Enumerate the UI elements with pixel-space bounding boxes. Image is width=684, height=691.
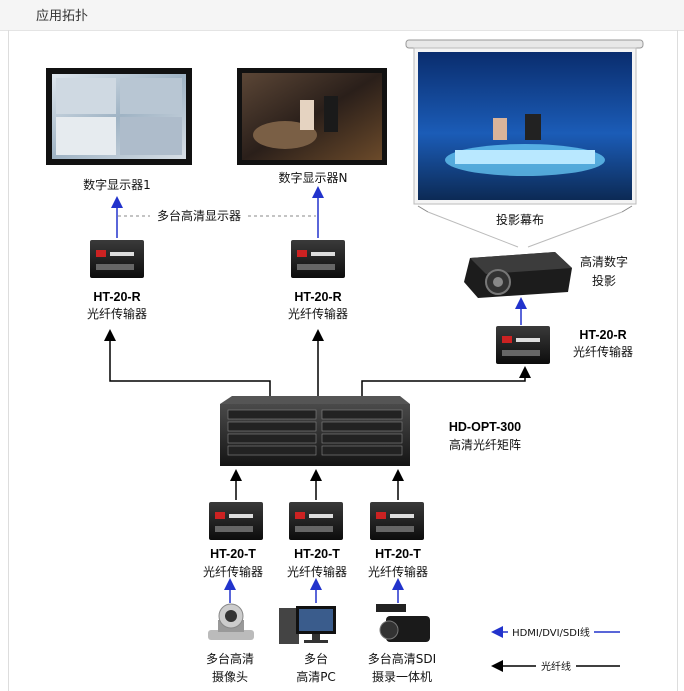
receiver-1-model: HT-20-R: [93, 290, 140, 304]
pc-label-line1: 多台: [304, 651, 328, 666]
receiver-n-model: HT-20-R: [294, 290, 341, 304]
projection-screen-label: 投影幕布: [496, 212, 544, 227]
camera-label-line1: 多台高清: [206, 651, 254, 666]
legend: HDMI/DVI/SDI线 光纤线: [491, 624, 620, 674]
transmitter-3-desc: 光纤传输器: [368, 564, 428, 579]
transmitter-2-desc: 光纤传输器: [287, 564, 347, 579]
fiber-link: [104, 329, 271, 398]
page-title: 应用拓扑: [36, 9, 89, 24]
desktop-pc: [279, 606, 336, 644]
receiver-projector-desc: 光纤传输器: [573, 344, 633, 359]
display-1: [46, 68, 192, 165]
matrix-model: HD-OPT-300: [449, 420, 521, 434]
transmitter-3: [370, 502, 424, 540]
matrix-desc: 高清光纤矩阵: [449, 437, 521, 452]
transmitter-2: [289, 502, 343, 540]
fiber-link: [361, 366, 531, 398]
legend-hdmi-label: HDMI/DVI/SDI线: [512, 626, 590, 639]
projection-beam: [527, 211, 623, 248]
projector: [464, 252, 572, 298]
camcorder: [376, 604, 430, 642]
legend-fiber-label: 光纤线: [541, 660, 571, 673]
pc-label-line2: 高清PC: [296, 669, 336, 684]
receiver-projector: [496, 326, 550, 364]
receiver-n-desc: 光纤传输器: [288, 306, 348, 321]
display-1-label: 数字显示器1: [83, 177, 151, 192]
page-header: 应用拓扑: [0, 0, 684, 31]
projector-label-line2: 投影: [592, 273, 616, 288]
receiver-1: [90, 240, 144, 278]
projector-label-line1: 高清数字: [580, 254, 628, 269]
camera-label-line2: 摄像头: [212, 669, 248, 684]
transmitter-1-desc: 光纤传输器: [203, 564, 263, 579]
camcorder-label-line2: 摄录一体机: [372, 669, 432, 684]
transmitter-1-model: HT-20-T: [210, 547, 256, 561]
transmitter-3-model: HT-20-T: [375, 547, 421, 561]
projection-screen: [405, 39, 644, 213]
receiver-projector-model: HT-20-R: [579, 328, 626, 342]
receiver-n: [291, 240, 345, 278]
ptz-camera: [208, 603, 254, 640]
multi-display-label: 多台高清显示器: [157, 208, 241, 223]
optical-matrix: [220, 396, 410, 466]
display-n: [237, 68, 387, 165]
content-frame: [8, 30, 678, 691]
receiver-1-desc: 光纤传输器: [87, 306, 147, 321]
transmitter-1: [209, 502, 263, 540]
display-n-label: 数字显示器N: [279, 170, 348, 185]
projection-beam: [427, 211, 519, 248]
camcorder-label-line1: 多台高清SDI: [368, 651, 436, 666]
transmitter-2-model: HT-20-T: [294, 547, 340, 561]
